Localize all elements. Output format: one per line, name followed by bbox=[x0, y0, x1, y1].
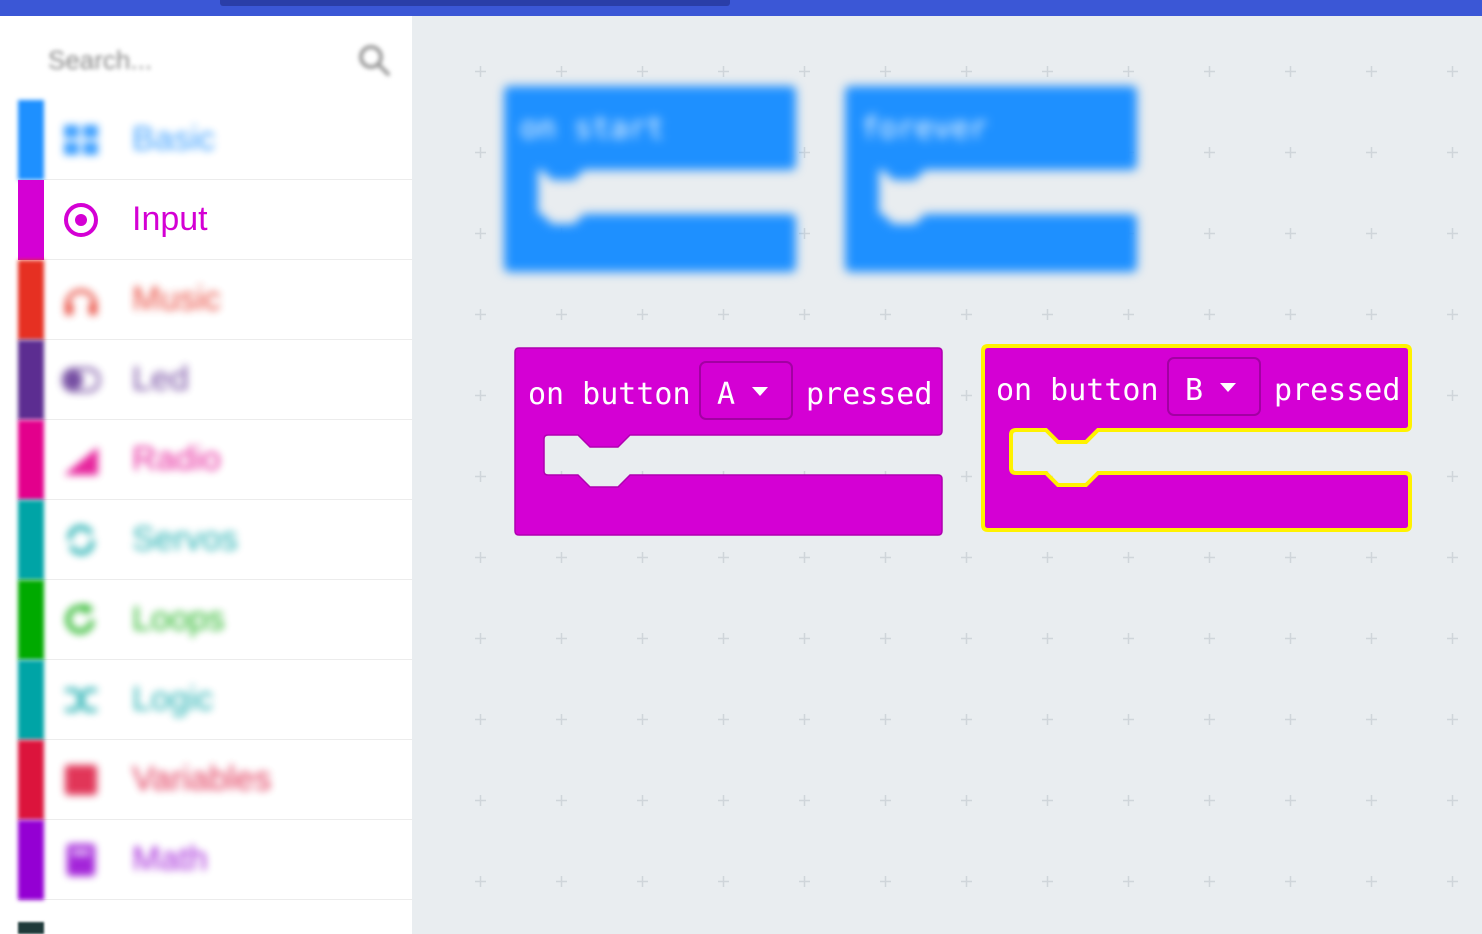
shuffle-icon bbox=[65, 688, 97, 712]
category-label: Variables bbox=[132, 760, 272, 798]
category-input[interactable]: Input bbox=[18, 180, 412, 260]
category-label: Math bbox=[132, 840, 208, 878]
headphones-icon bbox=[65, 289, 97, 315]
button-b-dropdown[interactable]: B bbox=[1167, 357, 1261, 416]
search-input[interactable] bbox=[48, 40, 348, 80]
on-button-b-block[interactable]: on button B pressed bbox=[980, 343, 1416, 544]
search-box bbox=[0, 16, 412, 100]
category-basic[interactable]: Basic bbox=[18, 100, 412, 180]
forever-label: forever bbox=[861, 111, 987, 146]
calculator-icon bbox=[67, 844, 95, 876]
category-label: Logic bbox=[132, 680, 214, 718]
category-color-bar bbox=[18, 260, 44, 340]
category-label: Radio bbox=[132, 440, 221, 478]
forever-block[interactable]: forever bbox=[845, 86, 1137, 281]
category-color-bar bbox=[18, 100, 44, 180]
chevron-down-icon bbox=[752, 387, 768, 396]
category-color-bar bbox=[18, 500, 44, 580]
category-logic[interactable]: Logic bbox=[18, 660, 412, 740]
on-start-block[interactable]: on start bbox=[504, 86, 796, 281]
dropdown-value: A bbox=[717, 377, 735, 412]
list-icon bbox=[65, 765, 97, 795]
block-prefix-text: on button bbox=[528, 377, 691, 412]
top-bar-tab bbox=[220, 0, 730, 6]
category-variables[interactable]: Variables bbox=[18, 740, 412, 820]
search-icon[interactable] bbox=[356, 42, 392, 78]
category-color-bar bbox=[18, 420, 44, 500]
blocks-workspace[interactable]: on start forever on button A pressed on … bbox=[412, 16, 1482, 934]
category-color-bar bbox=[18, 340, 44, 420]
on-button-a-block[interactable]: on button A pressed bbox=[514, 347, 944, 544]
category-label: Music bbox=[132, 280, 221, 318]
category-radio[interactable]: Radio bbox=[18, 420, 412, 500]
toggle-icon bbox=[62, 367, 100, 393]
category-servos[interactable]: Servos bbox=[18, 500, 412, 580]
signal-bars-icon bbox=[64, 447, 98, 475]
category-color-bar bbox=[18, 580, 44, 660]
category-color-bar bbox=[18, 922, 44, 934]
refresh-icon bbox=[67, 524, 95, 556]
category-led[interactable]: Led bbox=[18, 340, 412, 420]
top-bar bbox=[0, 0, 1482, 16]
category-color-bar bbox=[18, 180, 44, 260]
toolbox-sidebar: Basic Input Music Led Radio bbox=[0, 16, 412, 934]
category-label: Led bbox=[132, 360, 189, 398]
category-label: Input bbox=[132, 200, 208, 238]
loop-icon bbox=[65, 603, 95, 634]
dropdown-value: B bbox=[1185, 373, 1203, 408]
category-music[interactable]: Music bbox=[18, 260, 412, 340]
grid-icon bbox=[64, 125, 98, 155]
target-icon bbox=[64, 203, 98, 237]
category-label: Servos bbox=[132, 520, 238, 558]
chevron-down-icon bbox=[1220, 383, 1236, 392]
category-loops[interactable]: Loops bbox=[18, 580, 412, 660]
category-math[interactable]: Math bbox=[18, 820, 412, 900]
category-color-bar bbox=[18, 740, 44, 820]
button-a-dropdown[interactable]: A bbox=[699, 361, 793, 420]
category-label: Basic bbox=[132, 120, 216, 158]
category-color-bar bbox=[18, 820, 44, 900]
category-label: Loops bbox=[132, 600, 225, 638]
block-suffix-text: pressed bbox=[1274, 373, 1400, 408]
block-suffix-text: pressed bbox=[806, 377, 932, 412]
category-color-bar bbox=[18, 660, 44, 740]
block-prefix-text: on button bbox=[996, 373, 1159, 408]
on-start-label: on start bbox=[520, 111, 665, 146]
